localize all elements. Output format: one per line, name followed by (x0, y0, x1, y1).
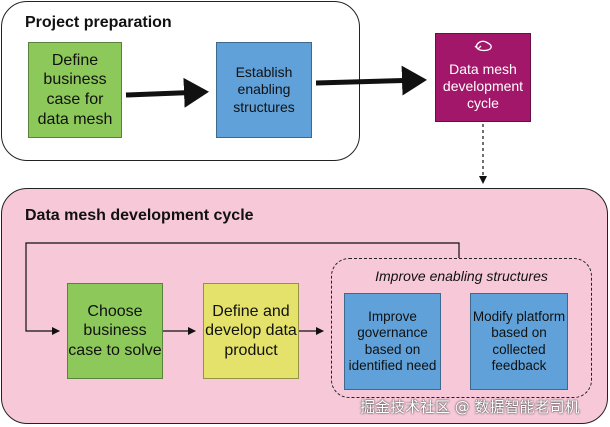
loop-back-line (25, 242, 460, 335)
improve-enabling-structures-group: Improve enabling structures (331, 258, 592, 398)
development-cycle-title: Data mesh development cycle (25, 207, 254, 224)
modify-platform-label: Modify platform based on collected feedb… (472, 308, 566, 373)
watermark-text: 掘金技术社区 @ 数据智能老司机 (360, 398, 580, 416)
establish-enabling-structures-label: Establish enabling structures (233, 64, 295, 115)
define-business-case-label: Define business case for data mesh (37, 51, 113, 128)
establish-enabling-structures-box: Establish enabling structures (216, 42, 312, 138)
arrow-establish-to-cycle (315, 65, 427, 96)
define-business-case-box: Define business case for data mesh (28, 42, 122, 138)
improve-enabling-structures-title: Improve enabling structures (375, 268, 548, 284)
modify-platform-box: Modify platform based on collected feedb… (470, 293, 568, 390)
choose-business-case-label: Choose business case to solve (68, 302, 162, 359)
cycle-arrow-icon (474, 40, 492, 52)
data-mesh-cycle-label: Data mesh development cycle (442, 60, 524, 112)
improve-governance-box: Improve governance based on identified n… (344, 293, 441, 390)
project-preparation-title: Project preparation (25, 14, 172, 31)
improve-governance-label: Improve governance based on identified n… (348, 308, 437, 373)
define-data-product-box: Define and develop data product (203, 283, 299, 379)
arrow-define-to-establish (125, 77, 209, 108)
data-mesh-cycle-box: Data mesh development cycle (435, 33, 531, 122)
choose-business-case-box: Choose business case to solve (67, 283, 163, 379)
define-data-product-label: Define and develop data product (205, 302, 297, 359)
